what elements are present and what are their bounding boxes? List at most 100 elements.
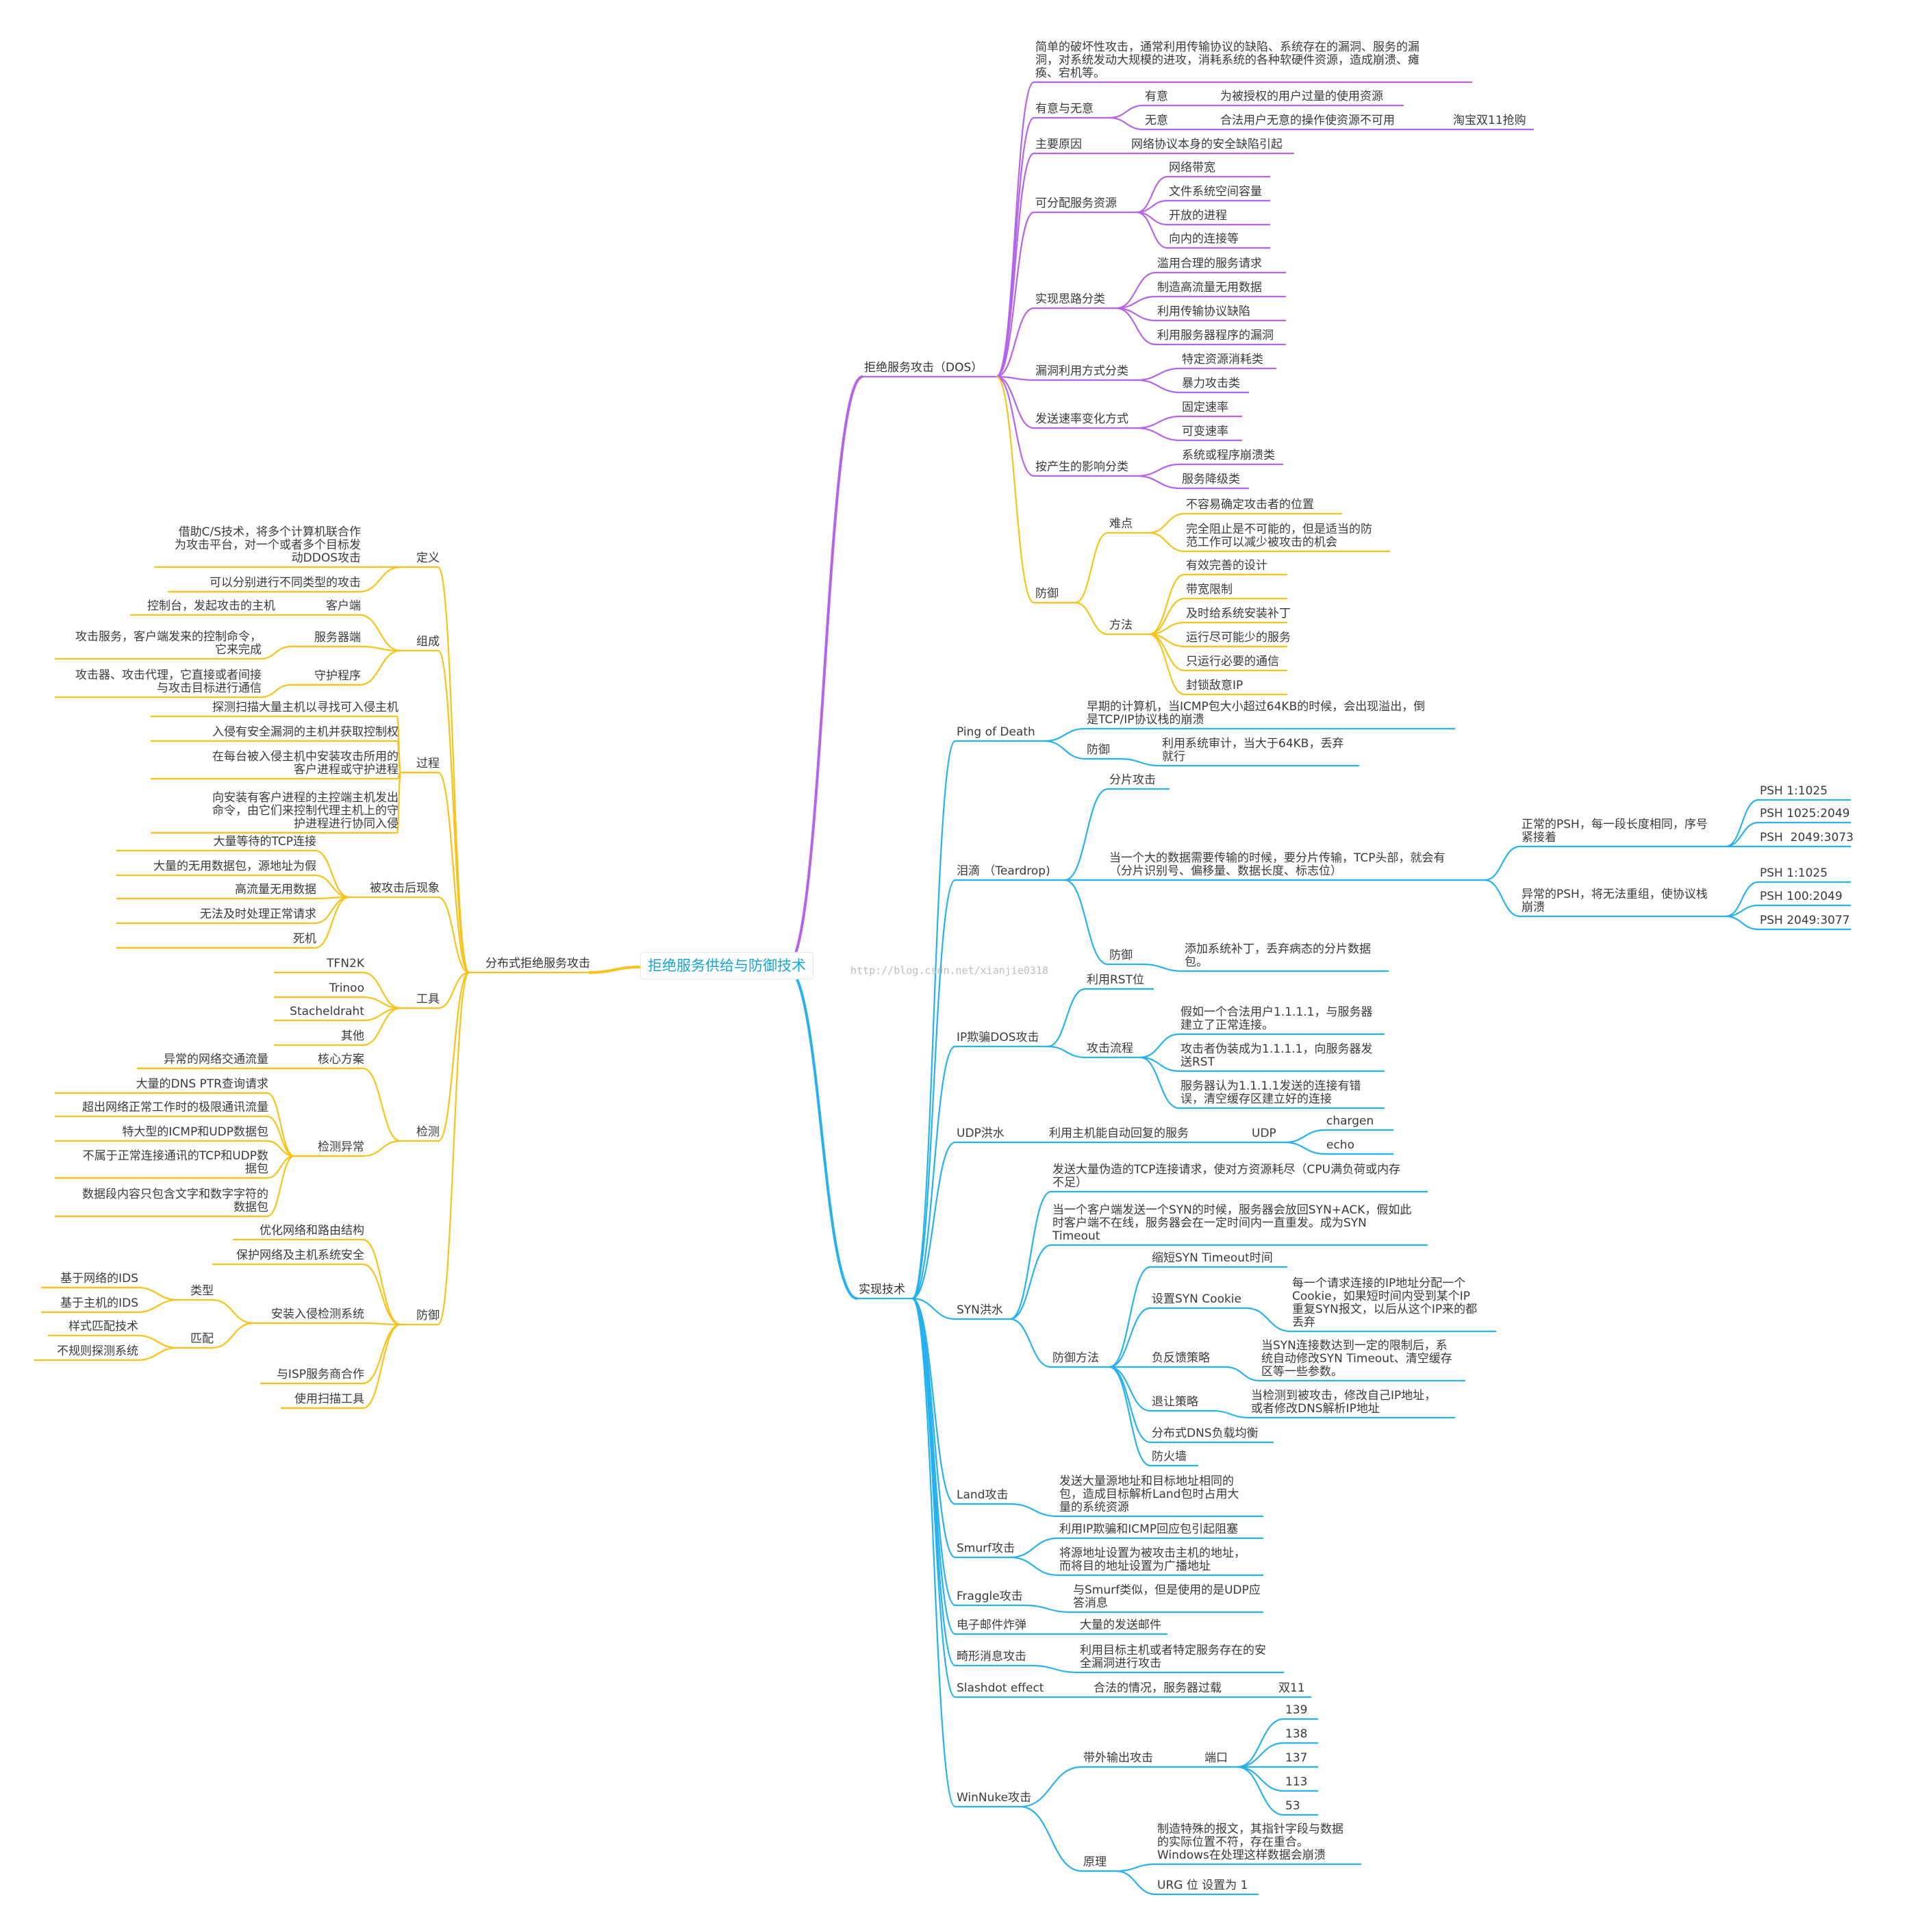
link-tech-to-slash: [911, 1297, 956, 1698]
link-tech-to-syn: [911, 1297, 956, 1320]
dos: 拒绝服务攻击（DOS）: [864, 361, 983, 375]
dos-res: 可分配服务资源: [1035, 197, 1117, 210]
syn-rt: 退让策略: [1152, 1395, 1198, 1409]
slash-e: 双11: [1278, 1681, 1305, 1695]
link-dd-ano-to-dd-ano-4: [266, 1155, 295, 1218]
dd-type: 类型: [190, 1284, 214, 1298]
syn: SYN洪水: [957, 1303, 1003, 1317]
link-dd-ids-to-dd-match: [212, 1322, 254, 1349]
dd-ano-0: 大量的DNS PTR查询请求: [136, 1077, 268, 1091]
dd-comp: 组成: [416, 635, 440, 649]
dd-core: 核心方案: [318, 1053, 364, 1066]
link-ips-flow-to-ips-f-0: [1139, 1033, 1180, 1059]
syn-dns: 分布式DNS负载均衡: [1152, 1427, 1259, 1440]
link-ddos-to-dd-proc: [438, 771, 470, 974]
link-root-to-dos: [785, 375, 863, 968]
udp-0: chargen: [1326, 1114, 1374, 1128]
smurf-1: 将源地址设置为被攻击主机的地址， 而将目的地址设置为广播地址: [1059, 1546, 1246, 1573]
udp-d: 利用主机能自动回复的服务: [1049, 1127, 1189, 1140]
dos-res-0: 网络带宽: [1169, 161, 1215, 175]
link-syn-ck-to-syn-ckd: [1246, 1307, 1291, 1333]
dd-match-0: 样式匹配技术: [68, 1320, 138, 1333]
dd-srvd: 攻击服务，客户端发来的控制命令， 它来完成: [75, 630, 262, 657]
dos-meth: 方法: [1109, 618, 1133, 632]
link-syn-def-to-syn-dns: [1109, 1366, 1151, 1444]
link-dos-to-dos-res: [996, 211, 1035, 378]
dd-proc-2: 在每台被入侵主机中安装攻击所用的 客户进程或守护进程: [212, 750, 399, 777]
udp-u: UDP: [1252, 1127, 1276, 1140]
dos-meth-2: 及时给系统安装补丁: [1186, 607, 1291, 620]
dos-idea-1: 制造高流量无用数据: [1157, 281, 1262, 294]
dd-proc-3: 向安装有客户进程的主控端主机发出 命令，由它们来控制代理主机上的守 护进程进行协…: [212, 791, 399, 831]
link-dos-to-dos-def2: [996, 375, 1035, 604]
watermark-text: http://blog.csdn.net/xianjie0318: [850, 964, 1048, 977]
syn-d2: 当一个客户端发送一个SYN的时候，服务器会放回SYN+ACK，假如此 时客户端不…: [1052, 1203, 1412, 1243]
link-ddos-to-dd-det: [438, 971, 470, 1142]
link-syn-rt-to-syn-rtd: [1211, 1409, 1250, 1419]
dos-rate-1: 可变速率: [1182, 425, 1228, 438]
dos-res-1: 文件系统空间容量: [1169, 185, 1262, 199]
dos-exp-1: 暴力攻击类: [1182, 377, 1240, 390]
link-pod-to-pod-d: [1044, 727, 1086, 742]
link-dos-to-dos-exp: [996, 375, 1035, 381]
dos-exp: 漏洞利用方式分类: [1035, 364, 1128, 378]
ips-flow: 攻击流程: [1087, 1042, 1133, 1055]
dos-int2d: 合法用户无意的操作使资源不可用: [1220, 114, 1395, 127]
link-wn-pr-to-wn-pr-1: [1115, 1870, 1157, 1896]
dd-tool-2: Stacheldraht: [290, 1005, 364, 1018]
ips-f-2: 服务器认为1.1.1.1发送的连接有错 误，清空缓存区建立好的连接: [1180, 1079, 1361, 1106]
central-topic[interactable]: 拒绝服务供给与防御技术: [640, 952, 813, 979]
link-dd-comp-to-dd-dae: [359, 649, 401, 686]
link-dd-tool-to-dd-tool-0: [362, 971, 401, 1009]
link-dd-proc-to-dd-proc-1: [396, 740, 402, 774]
link-dd-ano-to-dd-ano-2: [266, 1140, 295, 1157]
link-tech-to-wn: [911, 1297, 957, 1808]
dd-sym: 被攻击后现象: [370, 881, 440, 895]
dd-ano-3: 不属于正常连接通讯的TCP和UDP数 据包: [82, 1149, 268, 1176]
udp-1: echo: [1326, 1138, 1354, 1152]
link-dos-diff-to-dos-diff-0: [1148, 512, 1185, 534]
pod: Ping of Death: [957, 725, 1035, 739]
wn-p-4: 53: [1285, 1799, 1300, 1813]
link-dd-match-to-dd-match-0: [136, 1334, 179, 1349]
dos-idea-3: 利用服务器程序的漏洞: [1157, 329, 1274, 342]
link-tech-to-mail: [911, 1297, 956, 1635]
link-dos-ideas-to-dos-idea-0: [1115, 271, 1157, 310]
dd-det: 检测: [416, 1125, 440, 1139]
dd-sym-2: 高流量无用数据: [235, 883, 316, 896]
link-dd-dfn-to-dd-dfn-t0: [362, 1238, 401, 1326]
dd-sym-0: 大量等待的TCP连接: [213, 835, 316, 849]
td-n: 正常的PSH，每一段长度相同，序号 紧接着: [1521, 818, 1708, 844]
link-dos-rate-to-dos-rate-0: [1136, 415, 1181, 429]
link-wn-port-to-wn-p-4: [1237, 1766, 1285, 1816]
dos-rate: 发送速率变化方式: [1035, 412, 1128, 426]
dd-tool-0: TFN2K: [327, 957, 364, 970]
wn-p-3: 113: [1285, 1775, 1308, 1789]
link-syn-to-syn-def: [1009, 1318, 1052, 1368]
frag: Fraggle攻击: [957, 1590, 1023, 1603]
wn-oob: 带外输出攻击: [1083, 1751, 1153, 1765]
wn-pr-1: URG 位 设置为 1: [1157, 1879, 1248, 1892]
link-dos-res-to-dos-res-3: [1136, 211, 1168, 249]
dd-def: 定义: [416, 551, 440, 565]
link-dos-to-dos-imp: [996, 375, 1035, 477]
pod-defd: 利用系统审计，当大于64KB，丢弃 就行: [1162, 737, 1344, 764]
link-syn-fb-to-syn-fbd: [1225, 1366, 1261, 1382]
link-pod-def-to-pod-defd: [1119, 757, 1161, 767]
dos-meth-4: 只运行必要的通信: [1186, 655, 1279, 668]
link-dos-def2-to-dos-diff: [1074, 531, 1109, 604]
syn-d1: 发送大量伪造的TCP连接请求，使对方资源耗尽（CPU满负荷或内存 不足）: [1052, 1163, 1401, 1190]
dos-cause: 主要原因: [1035, 138, 1082, 151]
link-ddos-to-dd-sym: [438, 896, 470, 974]
ips: IP欺骗DOS攻击: [957, 1031, 1039, 1044]
link-tech-to-malf: [911, 1297, 956, 1667]
link-dos-exp-to-dos-exp-1: [1136, 379, 1181, 394]
wn-p-1: 138: [1285, 1727, 1308, 1741]
dd-proc-0: 探测扫描大量主机以寻找可入侵主机: [212, 701, 399, 714]
link-dd-det-to-dd-core: [362, 1067, 401, 1142]
link-tech-to-ips: [911, 1045, 956, 1300]
link-tech-to-smurf: [911, 1297, 956, 1559]
link-dd-srv-to-dd-srvd: [260, 645, 292, 660]
